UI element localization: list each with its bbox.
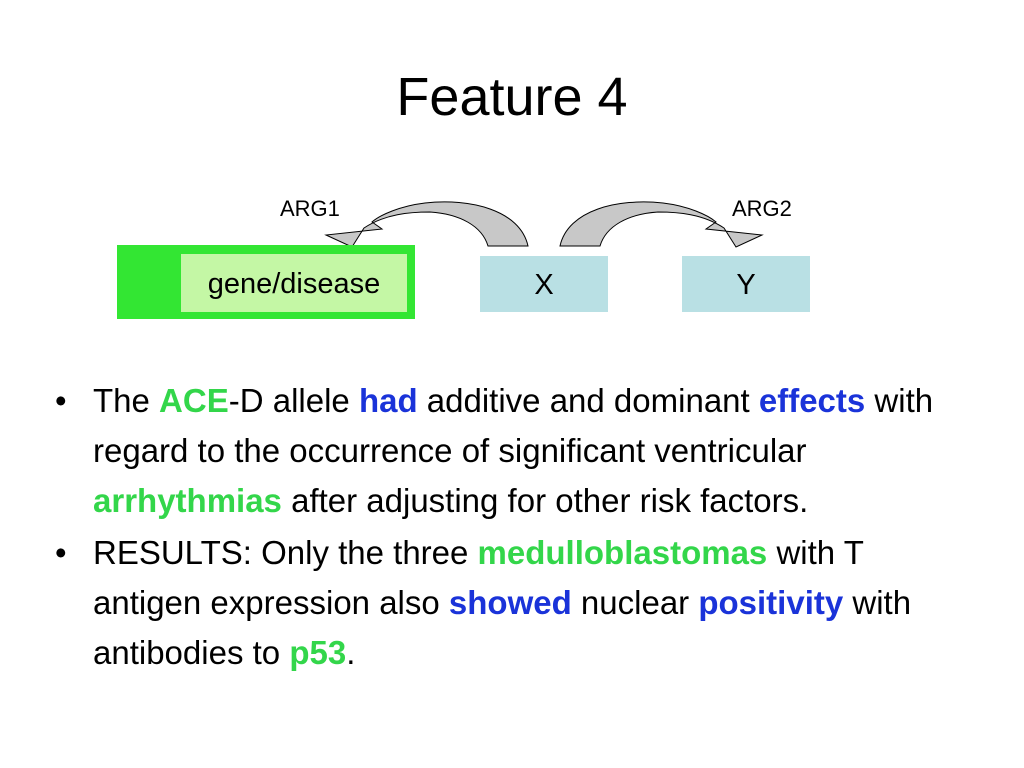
keyword-highlight: positivity: [698, 584, 844, 621]
entity-highlight: ACE: [159, 382, 229, 419]
arg2-arrow-icon: [559, 201, 764, 248]
bullet-marker: •: [55, 382, 67, 419]
entity-highlight: medulloblastomas: [477, 534, 768, 571]
relation-diagram: ARG1 ARG2 gene/disease X Y: [0, 0, 1024, 340]
arg1-label: ARG1: [280, 196, 340, 221]
keyword-highlight: showed: [448, 584, 572, 621]
x-box: X: [480, 256, 608, 312]
arg1-arrow-icon: [324, 201, 529, 248]
arg2-label: ARG2: [732, 196, 792, 221]
bullet-list: • The ACE-D allele had additive and domi…: [55, 376, 975, 680]
bullet-item: • The ACE-D allele had additive and domi…: [55, 376, 975, 526]
keyword-highlight: had: [358, 382, 418, 419]
relation-arrows: [324, 201, 764, 248]
entity-highlight: p53: [289, 634, 347, 671]
bullet-item: • RESULTS: Only the three medulloblastom…: [55, 528, 975, 678]
entity-highlight: arrhythmias: [93, 482, 282, 519]
keyword-highlight: effects: [758, 382, 866, 419]
slide-title: Feature 4: [396, 67, 628, 127]
bullet-marker: •: [55, 534, 67, 571]
y-box: Y: [682, 256, 810, 312]
gene-disease-label: gene/disease: [181, 254, 407, 312]
